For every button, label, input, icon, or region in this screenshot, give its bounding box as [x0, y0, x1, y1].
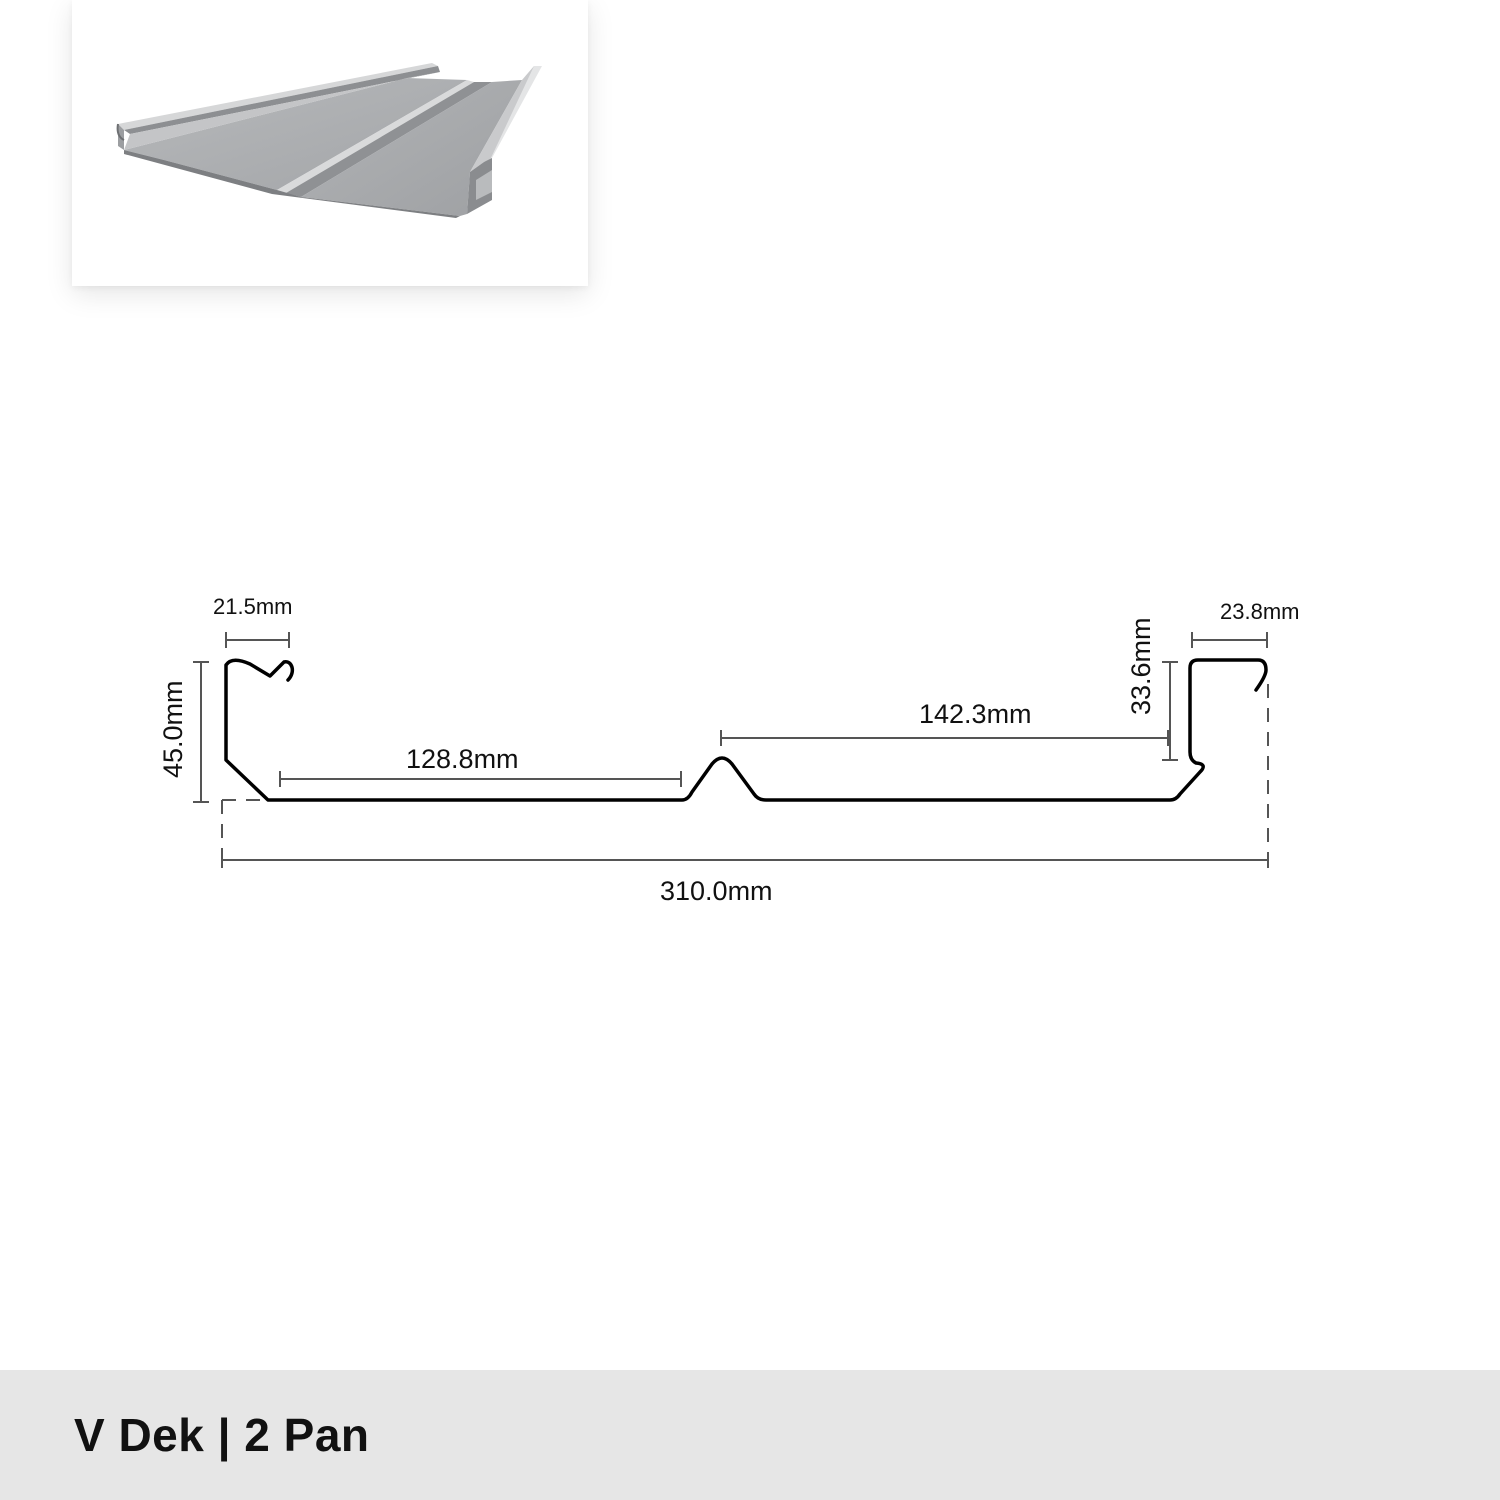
- dim-label-right-seam: 23.8mm: [1220, 599, 1300, 624]
- dim-line-right-seam: [1191, 632, 1268, 648]
- product-thumbnail: [72, 0, 588, 286]
- dim-line-left-seam: [225, 632, 290, 648]
- dim-label-left-pan: 128.8mm: [406, 744, 519, 774]
- roof-panel-render-icon: [116, 63, 542, 218]
- product-title: V Dek | 2 Pan: [74, 1409, 370, 1461]
- dim-line-left-pan: [279, 771, 682, 787]
- dim-line-height: [193, 661, 209, 803]
- dim-line-cover-width: [221, 852, 1269, 868]
- dim-line-right-pan: [720, 730, 1169, 746]
- dim-label-rib-height: 33.6mm: [1126, 617, 1156, 715]
- extension-lines: [221, 684, 1269, 852]
- dim-label-left-seam: 21.5mm: [213, 594, 293, 619]
- dim-label-right-pan: 142.3mm: [919, 699, 1032, 729]
- footer-bar: V Dek | 2 Pan: [0, 1370, 1500, 1500]
- profile-outline: [224, 658, 1268, 802]
- dim-label-cover-width: 310.0mm: [660, 876, 773, 906]
- dim-line-rib-height: [1162, 661, 1178, 761]
- dim-label-height: 45.0mm: [158, 680, 188, 778]
